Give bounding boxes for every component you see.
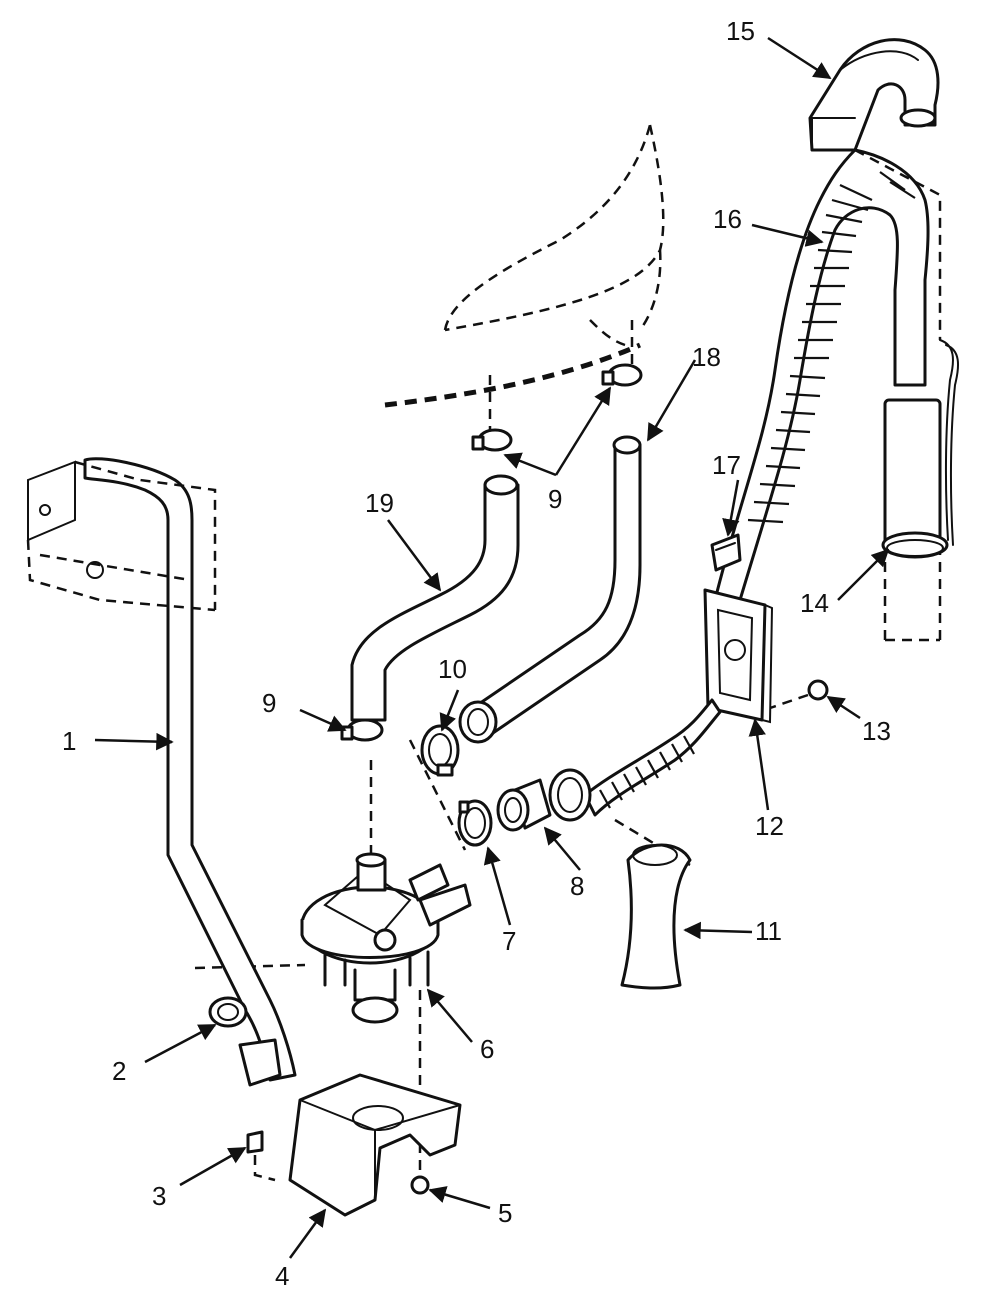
callout-leaders <box>94 36 890 1259</box>
callout-17: 17 <box>712 450 741 480</box>
part-4-pump-bracket <box>288 1073 462 1217</box>
callout-2: 2 <box>112 1056 126 1086</box>
part-12-hose-bracket <box>703 588 774 724</box>
callout-1: 1 <box>62 726 76 756</box>
callout-12: 12 <box>755 811 784 841</box>
part-2-plug <box>208 996 248 1028</box>
tub-outline <box>384 124 665 440</box>
part-10-hose-clamp <box>420 724 460 777</box>
part-14-hose-clamp <box>881 339 960 559</box>
cabinet-bracket-outline <box>26 460 217 612</box>
part-11-clamp-pliers <box>620 843 692 990</box>
part-15-hose-hook <box>808 38 940 152</box>
callout-8: 8 <box>570 871 584 901</box>
callout-13: 13 <box>862 716 891 746</box>
part-1-hose <box>83 457 297 1087</box>
part-3-screw <box>246 1130 276 1182</box>
callout-10: 10 <box>438 654 467 684</box>
callout-11: 11 <box>755 916 782 946</box>
callout-9-lower: 9 <box>262 688 276 718</box>
callout-5: 5 <box>498 1198 512 1228</box>
part-17-clip <box>710 533 742 572</box>
callout-7: 7 <box>502 926 516 956</box>
part-18-hose <box>458 435 642 744</box>
callout-9-upper: 9 <box>548 484 562 514</box>
callout-15: 15 <box>726 16 755 46</box>
callout-6: 6 <box>480 1034 494 1064</box>
short-drain-hose <box>548 698 722 867</box>
part-8-coupling <box>496 778 552 832</box>
part-5-screw <box>410 1175 430 1195</box>
drain-pump <box>194 739 472 1170</box>
callout-4: 4 <box>275 1261 289 1291</box>
part-7-clamp-ring <box>457 799 493 847</box>
part-19-hose <box>350 474 520 722</box>
part-9-hose-clamps <box>340 363 643 742</box>
callout-14: 14 <box>800 588 829 618</box>
part-16-drain-hose <box>713 148 942 642</box>
callout-3: 3 <box>152 1181 166 1211</box>
callout-labels: 15 16 18 17 14 13 12 11 8 7 10 19 9 9 1 … <box>62 16 891 1291</box>
part-13-screw <box>769 679 829 710</box>
callout-18: 18 <box>692 342 721 372</box>
callout-16: 16 <box>713 204 742 234</box>
callout-19: 19 <box>365 488 394 518</box>
